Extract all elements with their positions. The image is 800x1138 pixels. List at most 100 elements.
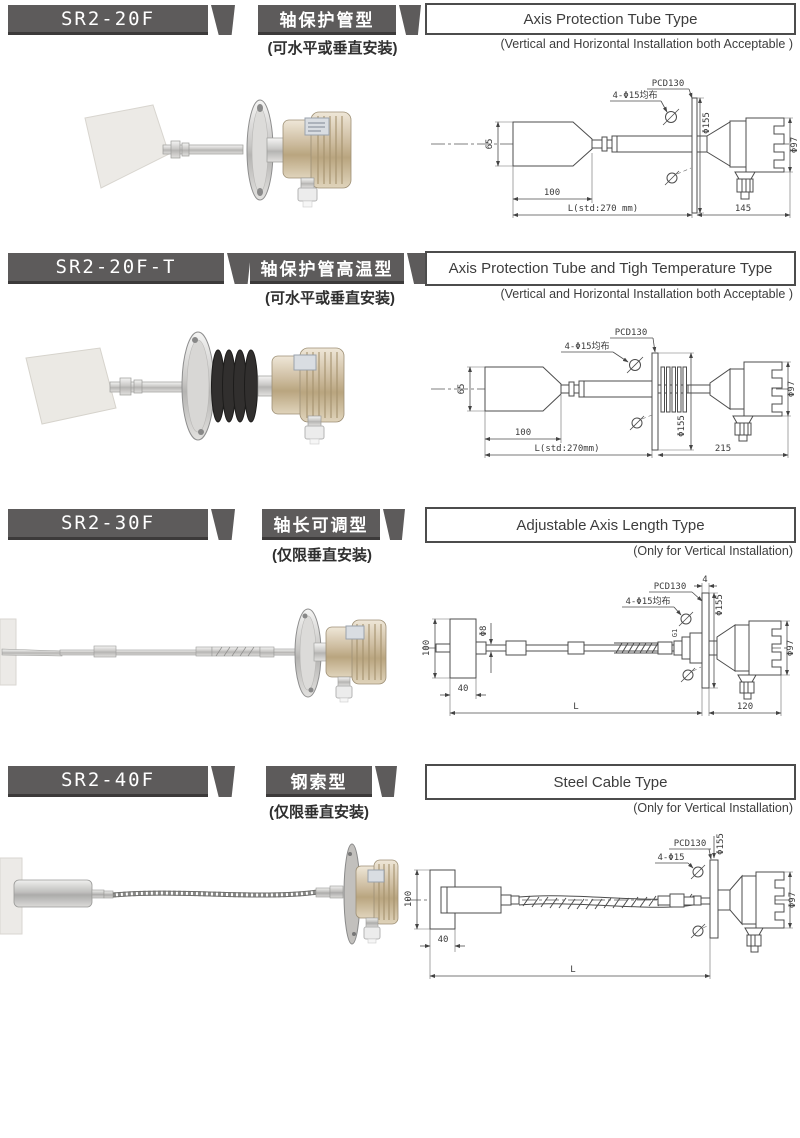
title-en: Steel Cable Type [553,773,668,791]
svg-text:100: 100 [544,188,560,198]
bolt-hole-symbol [690,864,706,880]
type-cn-banner: 轴保护管高温型 [250,253,404,284]
flange [651,352,659,451]
svg-text:L: L [573,702,578,712]
dimension-drawing-sr2-40f: 100 40 L Φ155 PCD130 4-Φ15 Φ97 [404,833,798,979]
nameplate [345,625,365,640]
product-photo-sr2-20f-t [25,331,345,445]
svg-text:120: 120 [737,702,753,712]
bolt-hole-symbol [626,356,644,374]
type-cn-banner: 轴保护管型 [258,5,396,35]
note-en: (Only for Vertical Installation) [633,801,793,815]
note-cn: (仅限垂直安装) [272,547,372,564]
svg-text:100: 100 [422,640,432,656]
coupling [93,645,117,658]
title-en: Axis Protection Tube Type [523,10,698,28]
bolt-hole-symbol [662,108,680,126]
nameplate [293,354,317,371]
model-label: SR2-20F-T [55,256,177,278]
model-banner: SR2-30F [8,509,208,540]
paddle-outline [449,618,477,679]
bolt-hole-symbol [664,167,692,186]
paddle [25,347,117,425]
note-en: (Vertical and Horizontal Installation bo… [500,37,793,51]
svg-text:Φ97: Φ97 [788,892,798,908]
model-label: SR2-30F [60,512,156,534]
coupling [195,646,213,657]
model-banner: SR2-20F [8,5,208,35]
svg-text:G1: G1 [671,629,679,637]
banner-tip [211,509,235,540]
banner-tip [227,253,251,284]
svg-text:100: 100 [515,428,531,438]
paddle-outline [512,121,593,167]
svg-text:Φ97: Φ97 [787,381,797,397]
svg-text:Φ8: Φ8 [479,626,489,637]
type-cn-label: 钢索型 [290,772,348,793]
product-photo-sr2-30f [0,608,387,703]
dimension-drawing-sr2-20f-t: 65 100 L(std:270mm) 215 PCD130 4-Φ15均布 Φ… [431,328,797,458]
type-cn-banner: 钢索型 [266,766,372,797]
product-photo-sr2-20f [84,99,352,208]
bolt-hole-symbol [629,414,653,431]
banner-tip [375,766,397,797]
banner-tip [211,5,235,35]
model-label: SR2-20F [60,7,156,30]
note-en: (Vertical and Horizontal Installation bo… [500,287,793,301]
heat-fin [666,366,671,413]
cooling-fin [244,349,258,423]
paddle-outline [484,366,562,412]
cable-gland [304,425,325,440]
svg-text:Φ155: Φ155 [715,594,725,616]
svg-text:Φ97: Φ97 [790,137,800,153]
flange [709,859,719,939]
title-en-box: Axis Protection Tube Type [425,3,796,35]
svg-text:L(std:270mm): L(std:270mm) [534,444,599,454]
flange [691,97,698,214]
svg-text:PCD130: PCD130 [615,328,648,338]
coupling [505,640,527,656]
svg-text:PCD130: PCD130 [652,79,685,89]
note-cn: (仅限垂直安装) [269,804,369,821]
note-en: (Only for Vertical Installation) [633,544,793,558]
banner-tip [407,253,429,284]
title-en: Axis Protection Tube and Tigh Temperatur… [448,260,773,277]
steel-cable [112,889,319,898]
svg-text:65: 65 [457,384,467,395]
banner-tip [383,509,405,540]
type-cn-label: 轴保护管型 [279,11,375,31]
svg-text:Φ97: Φ97 [786,640,796,656]
svg-text:L: L [570,965,575,975]
svg-text:65: 65 [485,139,495,150]
bolt-hole-symbol [680,666,702,683]
coupling [567,641,585,655]
banner-tip [399,5,421,35]
title-en: Adjustable Axis Length Type [516,516,705,534]
housing-outline [755,871,785,929]
svg-text:PCD130: PCD130 [674,839,707,849]
svg-text:PCD130: PCD130 [654,582,687,592]
svg-text:L(std:270 mm): L(std:270 mm) [568,204,638,214]
protection-tube [583,380,653,398]
svg-text:4-Φ15: 4-Φ15 [657,853,684,863]
dimension-drawing-sr2-20f: 65 100 L(std:270 mm) 145 PCD130 4-Φ15均布 … [431,79,800,218]
heat-fin [671,366,676,413]
svg-text:145: 145 [735,204,751,214]
type-cn-banner: 轴长可调型 [262,509,380,540]
type-cn-label: 轴长可调型 [273,515,369,536]
housing-outline [745,117,785,173]
cable-gland [335,685,353,699]
title-en-box: Adjustable Axis Length Type [425,507,796,543]
heat-fin [682,366,687,413]
note-cn: (可水平或垂直安装) [265,290,395,307]
housing-outline [748,620,782,676]
svg-text:4: 4 [702,575,707,585]
paddle [84,104,170,189]
heat-fin [677,366,682,413]
svg-text:Φ155: Φ155 [716,833,726,855]
title-en-box: Axis Protection Tube and Tigh Temperatur… [425,251,796,286]
protection-tube [616,135,693,153]
type-cn-label: 轴保护管高温型 [260,259,394,280]
svg-text:4-Φ15均布: 4-Φ15均布 [625,595,670,607]
